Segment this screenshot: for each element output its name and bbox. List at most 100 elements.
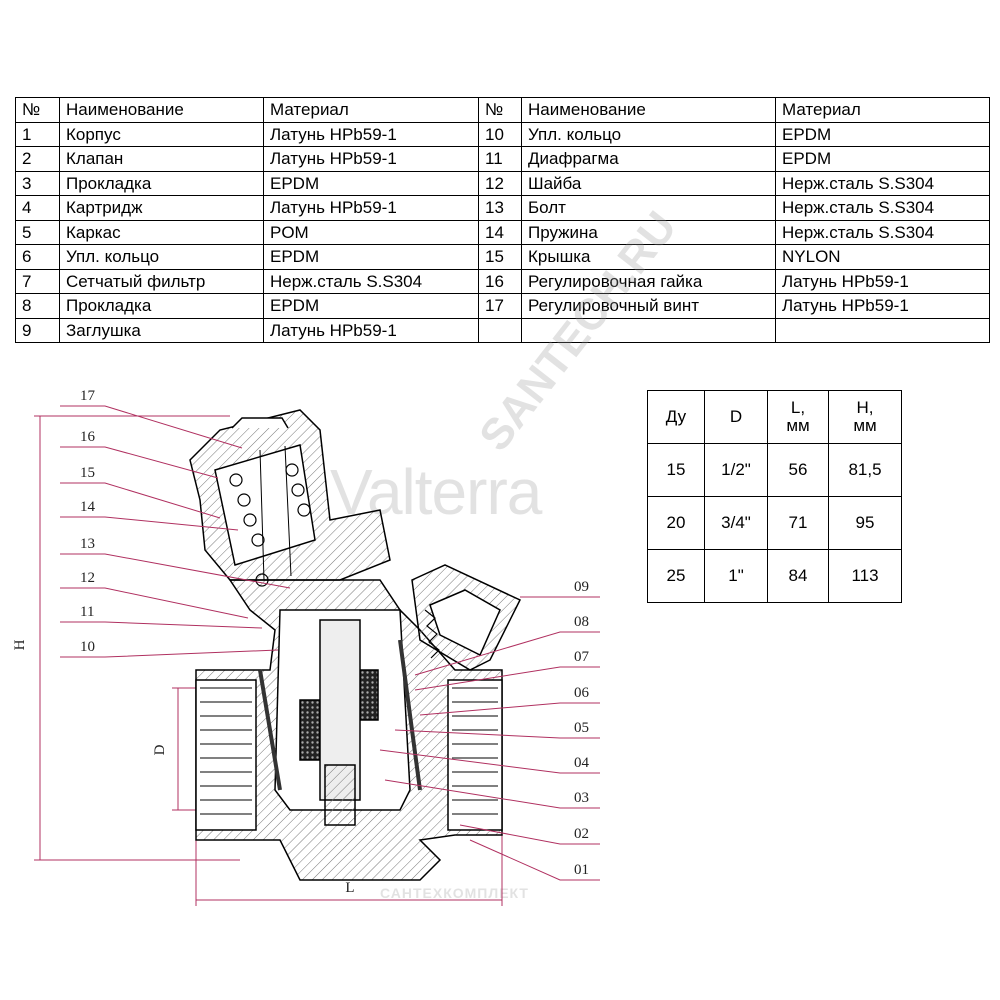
parts-cell: 16 (478, 268, 522, 294)
parts-header-cell: Наименование (59, 97, 264, 123)
parts-cell: Латунь HPb59-1 (263, 317, 479, 343)
valve-body (195, 579, 503, 881)
parts-cell (478, 317, 522, 343)
parts-cell: Латунь HPb59-1 (263, 121, 479, 147)
parts-header-cell: № (478, 97, 522, 123)
parts-cell: EPDM (263, 170, 479, 196)
parts-header-cell: Материал (775, 97, 990, 123)
callout-leaders (60, 405, 600, 881)
parts-cell (521, 317, 776, 343)
parts-cell: POM (263, 219, 479, 245)
dims-cell: 84 (767, 549, 829, 603)
length-label: L (345, 880, 354, 896)
callout-number: 01 (574, 862, 589, 878)
callout-number: 09 (574, 579, 589, 595)
dims-cell: 1" (704, 549, 768, 603)
dims-cell: 15 (647, 443, 705, 497)
parts-cell: Нерж.сталь S.S304 (263, 268, 479, 294)
parts-cell: 17 (478, 293, 522, 319)
parts-cell: EPDM (775, 121, 990, 147)
parts-cell: 12 (478, 170, 522, 196)
bonnet (189, 409, 391, 587)
parts-cell: 5 (15, 219, 60, 245)
parts-cell: Регулировочный винт (521, 293, 776, 319)
parts-cell: Заглушка (59, 317, 264, 343)
parts-cell: Латунь HPb59-1 (775, 293, 990, 319)
callout-number: 04 (574, 755, 590, 771)
diameter-label: D (152, 744, 168, 755)
parts-cell: Сетчатый фильтр (59, 268, 264, 294)
parts-header-cell: Наименование (521, 97, 776, 123)
parts-cell: Болт (521, 195, 776, 221)
parts-cell: Латунь HPb59-1 (775, 268, 990, 294)
dims-cell: 3/4" (704, 496, 768, 550)
dims-header-cell: Ду (647, 390, 705, 444)
parts-cell: Картридж (59, 195, 264, 221)
callout-number: 13 (80, 536, 95, 552)
callout-number: 03 (574, 790, 589, 806)
height-dimension (34, 415, 240, 861)
callout-number: 12 (80, 570, 95, 586)
callout-number: 16 (80, 429, 96, 445)
parts-cell: Клапан (59, 146, 264, 172)
parts-cell: Латунь HPb59-1 (263, 195, 479, 221)
parts-cell: Латунь HPb59-1 (263, 146, 479, 172)
callout-number: 02 (574, 826, 589, 842)
dims-cell: 20 (647, 496, 705, 550)
dims-cell: 81,5 (828, 443, 902, 497)
parts-cell: Упл. кольцо (59, 244, 264, 270)
dims-cell: 56 (767, 443, 829, 497)
callout-number: 05 (574, 720, 589, 736)
parts-cell: Нерж.сталь S.S304 (775, 170, 990, 196)
drain-cap (411, 564, 522, 671)
parts-cell: 1 (15, 121, 60, 147)
parts-cell: 2 (15, 146, 60, 172)
parts-cell: EPDM (263, 293, 479, 319)
callout-number: 17 (80, 388, 96, 404)
parts-cell: EPDM (775, 146, 990, 172)
parts-cell: 14 (478, 219, 522, 245)
parts-cell: Шайба (521, 170, 776, 196)
parts-cell: 11 (478, 146, 522, 172)
parts-header-cell: Материал (263, 97, 479, 123)
parts-cell: 3 (15, 170, 60, 196)
parts-cell: Каркас (59, 219, 264, 245)
callout-number: 08 (574, 614, 589, 630)
parts-cell: 13 (478, 195, 522, 221)
parts-cell: 10 (478, 121, 522, 147)
callout-number: 11 (80, 604, 94, 620)
dims-header-cell: L, мм (767, 390, 829, 444)
dims-cell: 71 (767, 496, 829, 550)
parts-cell: Прокладка (59, 170, 264, 196)
height-label: H (12, 639, 28, 650)
parts-cell: Нерж.сталь S.S304 (775, 195, 990, 221)
parts-cell: Крышка (521, 244, 776, 270)
parts-cell: NYLON (775, 244, 990, 270)
parts-cell: 15 (478, 244, 522, 270)
parts-cell: Пружина (521, 219, 776, 245)
dims-cell: 95 (828, 496, 902, 550)
parts-cell: Регулировочная гайка (521, 268, 776, 294)
parts-cell: 6 (15, 244, 60, 270)
parts-cell: Диафрагма (521, 146, 776, 172)
parts-cell: Корпус (59, 121, 264, 147)
parts-cell: Прокладка (59, 293, 264, 319)
callout-number: 14 (80, 499, 96, 515)
callout-number: 06 (574, 685, 590, 701)
callout-number: 10 (80, 639, 95, 655)
dims-cell: 1/2" (704, 443, 768, 497)
